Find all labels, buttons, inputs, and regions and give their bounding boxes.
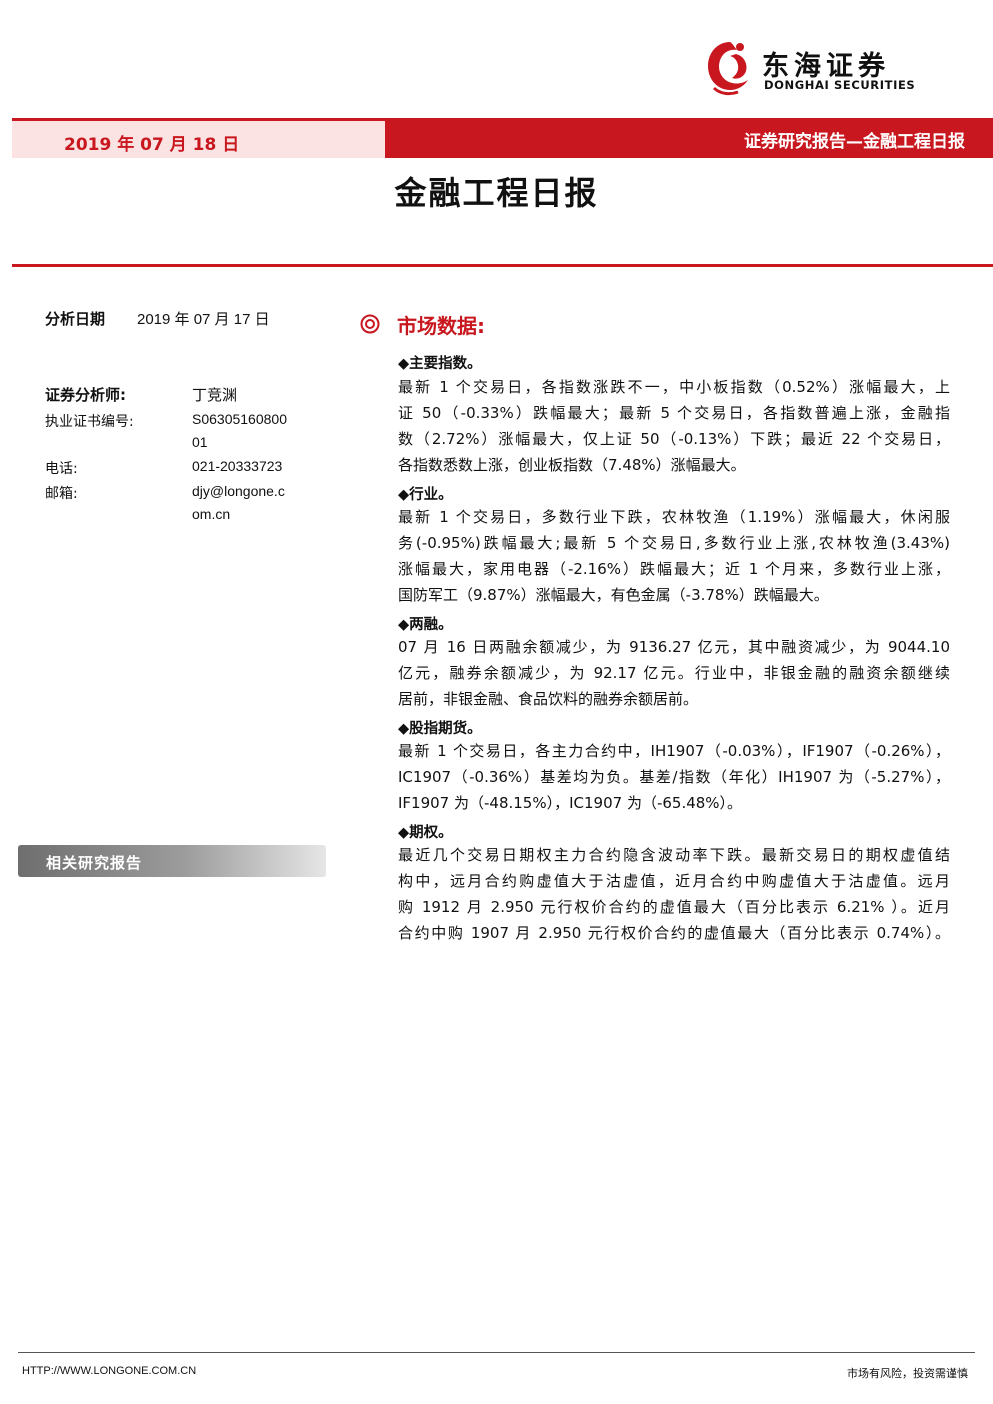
related-reports-label: 相关研究报告 xyxy=(46,854,143,872)
footer-risk-notice: 市场有风险，投资需谨慎 xyxy=(847,1367,968,1380)
report-date: 2019 年 07 月 18 日 xyxy=(64,135,240,155)
page-title: 金融工程日报 xyxy=(394,174,599,212)
analyst-name: 丁竞渊 xyxy=(192,386,238,404)
cert-label: 执业证书编号: xyxy=(45,414,134,430)
company-logo: 东海证券 DONGHAI SECURITIES xyxy=(700,38,960,98)
paragraph-line: 最新 1 个交易日，各指数涨跌不一，中小板指数（0.52%）涨幅最大，上 xyxy=(398,378,950,396)
email-value-line1[interactable]: djy@longone.c xyxy=(192,483,285,499)
phone-value: 021-20333723 xyxy=(192,458,283,474)
paragraph-line: 证 50（-0.33%）跌幅最大；最新 5 个交易日，各指数普遍上涨，金融指 xyxy=(398,404,950,422)
subsection-body-indices: 最新 1 个交易日，各指数涨跌不一，中小板指数（0.52%）涨幅最大，上 证 5… xyxy=(398,374,950,478)
phone-label: 电话: xyxy=(45,461,78,477)
paragraph-line: 合约中购 1907 月 2.950 元行权价合约的虚值最大（百分比表示 0.74… xyxy=(398,924,950,942)
paragraph-line: IC1907（-0.36%）基差均为负。基差/指数（年化）IH1907 为（-5… xyxy=(398,768,950,786)
paragraph-line: 涨幅最大，家用电器（-2.16%）跌幅最大；近 1 个月来，多数行业上涨， xyxy=(398,560,950,578)
email-value-line2[interactable]: om.cn xyxy=(192,506,231,522)
section-title: 市场数据: xyxy=(397,314,485,338)
paragraph-line: 最新 1 个交易日，多数行业下跌，农林牧渔（1.19%）涨幅最大，休闲服 xyxy=(398,508,950,526)
subsection-heading-industry: ◆行业。 xyxy=(398,487,453,503)
paragraph-line: 最新 1 个交易日，各主力合约中，IH1907（-0.03%），IF1907（-… xyxy=(398,742,950,760)
paragraph-line: 国防军工（9.87%）涨幅最大，有色金属（-3.78%）跌幅最大。 xyxy=(398,586,829,604)
subsection-heading-indices: ◆主要指数。 xyxy=(398,356,482,372)
subsection-heading-options: ◆期权。 xyxy=(398,825,453,841)
paragraph-line: 务(-0.95%)跌幅最大;最新 5 个交易日,多数行业上涨,农林牧渔(3.43… xyxy=(398,534,950,552)
target-circle-icon xyxy=(360,314,380,334)
cert-number-line1: S06305160800 xyxy=(192,411,287,427)
paragraph-line: 购 1912 月 2.950 元行权价合约的虚值最大（百分比表示 6.21% ）… xyxy=(398,898,950,916)
subsection-body-options: 最近几个交易日期权主力合约隐含波动率下跌。最新交易日的期权虚值结 构中，远月合约… xyxy=(398,842,950,946)
subsection-body-industry: 最新 1 个交易日，多数行业下跌，农林牧渔（1.19%）涨幅最大，休闲服 务(-… xyxy=(398,504,950,608)
logo-name-en: DONGHAI SECURITIES xyxy=(764,78,916,92)
email-label: 邮箱: xyxy=(45,486,78,502)
banner-right-panel: 证券研究报告—金融工程日报 xyxy=(385,118,993,158)
dragon-logo-icon xyxy=(708,42,748,96)
analysis-date-value: 2019 年 07 月 17 日 xyxy=(137,311,270,328)
banner-left-panel: 2019 年 07 月 18 日 xyxy=(12,118,385,158)
paragraph-line: 最近几个交易日期权主力合约隐含波动率下跌。最新交易日的期权虚值结 xyxy=(398,846,950,864)
paragraph-line: 亿元，融券余额减少，为 92.17 亿元。行业中，非银金融的融资余额继续 xyxy=(398,664,950,682)
cert-number-line2: 01 xyxy=(192,434,208,450)
related-reports-header: 相关研究报告 xyxy=(18,845,326,877)
paragraph-line: 构中，远月合约购虚值大于沽虚值，近月合约中购虚值大于沽虚值。远月 xyxy=(398,872,950,890)
paragraph-line: 各指数悉数上涨，创业板指数（7.48%）涨幅最大。 xyxy=(398,456,746,474)
paragraph-line: IF1907 为（-48.15%），IC1907 为（-65.48%）。 xyxy=(398,794,743,812)
paragraph-line: 07 月 16 日两融余额减少，为 9136.27 亿元，其中融资减少，为 90… xyxy=(398,638,950,656)
analyst-label: 证券分析师: xyxy=(45,386,126,404)
analysis-date-label: 分析日期 xyxy=(45,310,106,328)
subsection-heading-margin: ◆两融。 xyxy=(398,617,453,633)
subsection-body-margin: 07 月 16 日两融余额减少，为 9136.27 亿元，其中融资减少，为 90… xyxy=(398,634,950,712)
logo-name-cn: 东海证券 xyxy=(762,51,890,82)
title-divider xyxy=(12,264,993,267)
footer-divider xyxy=(18,1352,975,1353)
report-series: 证券研究报告—金融工程日报 xyxy=(744,132,965,152)
header-banner: 2019 年 07 月 18 日 证券研究报告—金融工程日报 xyxy=(12,118,993,158)
subsection-body-futures: 最新 1 个交易日，各主力合约中，IH1907（-0.03%），IF1907（-… xyxy=(398,738,950,816)
paragraph-line: 数（2.72%）涨幅最大，仅上证 50（-0.13%）下跌；最近 22 个交易日… xyxy=(398,430,950,448)
paragraph-line: 居前，非银金融、食品饮料的融券余额居前。 xyxy=(398,690,699,708)
footer-website-link[interactable]: HTTP://WWW.LONGONE.COM.CN xyxy=(22,1365,197,1377)
subsection-heading-futures: ◆股指期货。 xyxy=(398,721,482,737)
